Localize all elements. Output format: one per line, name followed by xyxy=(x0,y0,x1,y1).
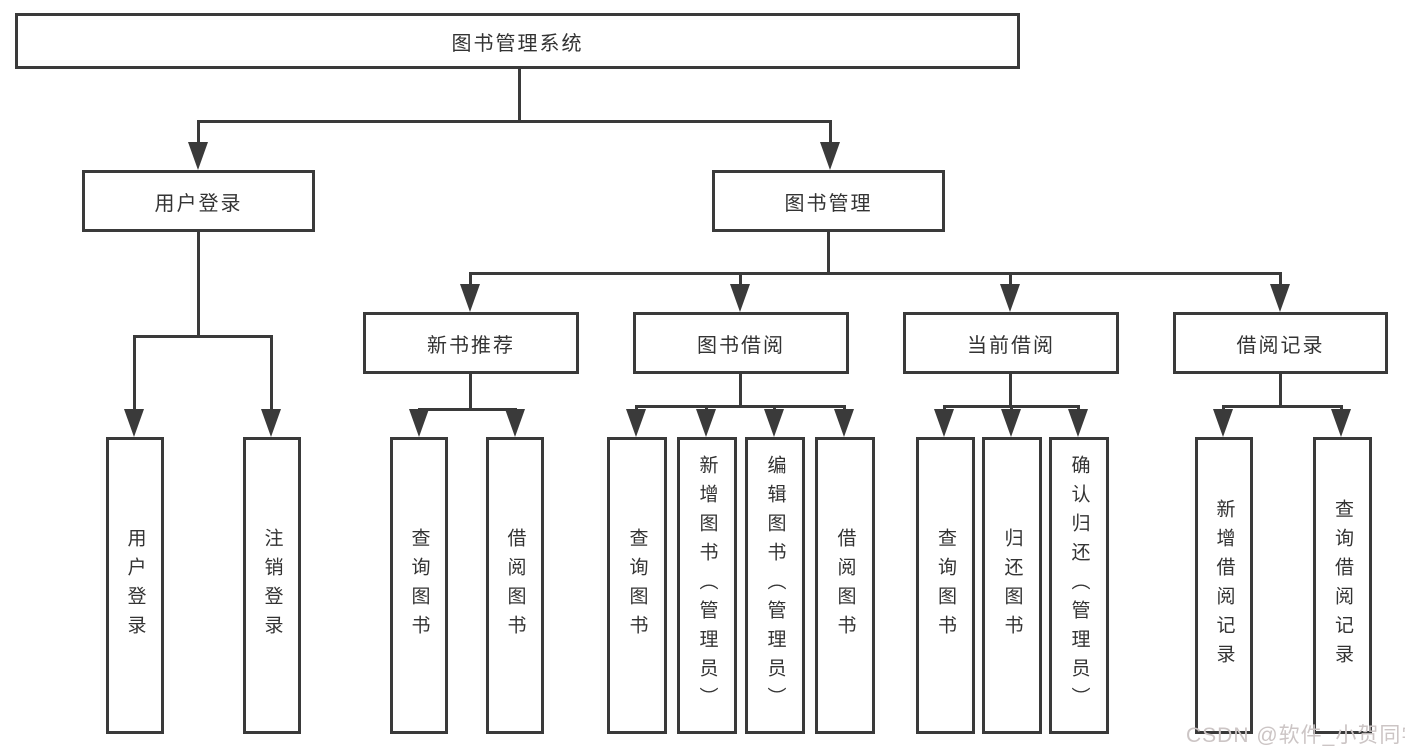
arrow-down-icon xyxy=(460,284,480,312)
leaf-node-add-books-admin: 新增图书（管理员） xyxy=(677,437,737,734)
node-label: 查询图书 xyxy=(408,527,430,644)
connector-line xyxy=(1279,272,1282,288)
connector-line xyxy=(469,272,472,288)
node-label: 确认归还（管理员） xyxy=(1068,455,1090,716)
connector-line xyxy=(197,120,200,146)
node-label: 借阅记录 xyxy=(1236,334,1325,357)
node-label: 当前借阅 xyxy=(967,334,1055,357)
arrow-down-icon xyxy=(1000,284,1020,312)
connector-line xyxy=(1009,374,1012,408)
node-current-borrow: 当前借阅 xyxy=(903,312,1119,374)
arrow-down-icon xyxy=(1331,409,1351,437)
node-user-login: 用户登录 xyxy=(82,170,315,232)
connector-line xyxy=(1009,272,1012,288)
arrow-down-icon xyxy=(1068,409,1088,437)
node-label: 注销登录 xyxy=(261,527,283,644)
node-label: 新增借阅记录 xyxy=(1213,498,1235,673)
leaf-node-return-books: 归还图书 xyxy=(982,437,1042,734)
arrow-down-icon xyxy=(124,409,144,437)
leaf-node-user-login: 用户登录 xyxy=(106,437,164,734)
connector-line xyxy=(739,272,742,288)
arrow-down-icon xyxy=(1213,409,1233,437)
node-label: 编辑图书（管理员） xyxy=(764,455,786,716)
arrow-down-icon xyxy=(696,409,716,437)
node-label: 图书借阅 xyxy=(697,334,785,357)
arrow-down-icon xyxy=(626,409,646,437)
node-label: 借阅图书 xyxy=(834,527,856,644)
node-label: 新书推荐 xyxy=(427,334,515,357)
arrow-down-icon xyxy=(409,409,429,437)
node-label: 图书管理 xyxy=(784,192,873,215)
connector-line xyxy=(418,408,517,411)
node-new-book-recommend: 新书推荐 xyxy=(363,312,579,374)
node-borrow-records: 借阅记录 xyxy=(1173,312,1388,374)
connector-line xyxy=(518,69,521,121)
node-book-borrow: 图书借阅 xyxy=(633,312,849,374)
arrow-down-icon xyxy=(820,142,840,170)
arrow-down-icon xyxy=(261,409,281,437)
arrow-down-icon xyxy=(1001,409,1021,437)
connector-line xyxy=(1279,374,1282,408)
leaf-node-add-borrow-record: 新增借阅记录 xyxy=(1195,437,1253,734)
arrow-down-icon xyxy=(730,284,750,312)
node-library-system: 图书管理系统 xyxy=(15,13,1020,69)
node-label: 查询借阅记录 xyxy=(1332,498,1353,673)
connector-line xyxy=(197,232,200,338)
leaf-node-query-books-3: 查询图书 xyxy=(916,437,975,734)
node-label: 用户登录 xyxy=(124,527,146,644)
csdn-watermark: CSDN @软件_小贺同学 xyxy=(1186,724,1405,747)
node-label: 用户登录 xyxy=(154,192,243,215)
arrow-down-icon xyxy=(764,409,784,437)
leaf-node-query-books-1: 查询图书 xyxy=(390,437,448,734)
leaf-node-query-books-2: 查询图书 xyxy=(607,437,667,734)
arrow-down-icon xyxy=(505,409,525,437)
node-label: 新增图书（管理员） xyxy=(696,455,718,716)
arrow-down-icon xyxy=(188,142,208,170)
node-label: 查询图书 xyxy=(626,527,648,644)
arrow-down-icon xyxy=(1270,284,1290,312)
arrow-down-icon xyxy=(934,409,954,437)
node-label: 图书管理系统 xyxy=(451,32,584,55)
connector-line xyxy=(133,335,273,338)
leaf-node-edit-books-admin: 编辑图书（管理员） xyxy=(745,437,805,734)
node-label: 借阅图书 xyxy=(504,527,526,644)
connector-line xyxy=(827,232,830,275)
connector-line xyxy=(635,405,846,408)
node-book-management: 图书管理 xyxy=(712,170,945,232)
leaf-node-query-borrow-record: 查询借阅记录 xyxy=(1313,437,1372,734)
leaf-node-logout: 注销登录 xyxy=(243,437,301,734)
leaf-node-borrow-books-1: 借阅图书 xyxy=(486,437,544,734)
connector-line xyxy=(469,272,1282,275)
connector-line xyxy=(829,120,832,146)
connector-line xyxy=(197,120,832,123)
connector-line xyxy=(133,335,136,415)
connector-line xyxy=(739,374,742,408)
leaf-node-borrow-books-2: 借阅图书 xyxy=(815,437,875,734)
connector-line xyxy=(469,374,472,411)
leaf-node-confirm-return-admin: 确认归还（管理员） xyxy=(1049,437,1109,734)
node-label: 查询图书 xyxy=(935,527,956,644)
connector-line xyxy=(270,335,273,415)
arrow-down-icon xyxy=(834,409,854,437)
connector-line xyxy=(1222,405,1342,408)
node-label: 归还图书 xyxy=(1001,527,1023,644)
